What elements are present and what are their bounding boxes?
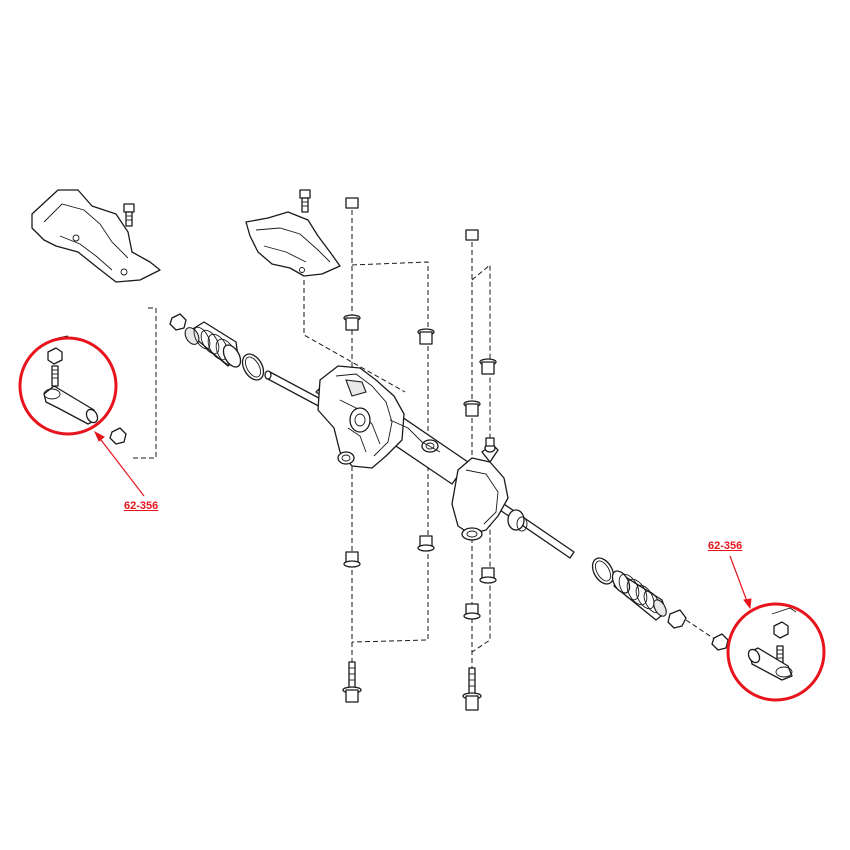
callout-ring-right	[726, 602, 826, 702]
steering-boot-right	[611, 570, 667, 621]
callout-arrow-right	[729, 555, 749, 605]
callout-arrowhead-right	[743, 598, 752, 610]
heat-shield-center	[245, 211, 341, 277]
steering-boot-left	[184, 321, 242, 368]
callout-ring-left	[18, 336, 118, 436]
boot-clamp-right	[591, 557, 615, 585]
tie-rod-end-right	[711, 607, 797, 681]
bolt-heat-shield-center	[299, 189, 311, 213]
boot-nut-right	[667, 609, 687, 629]
boot-clamp-left	[241, 353, 265, 381]
mount-nuts	[341, 197, 497, 620]
callout-arrowhead-left	[93, 430, 105, 442]
steering-rack-assembly	[264, 365, 575, 559]
tie-rod-end-left	[43, 335, 127, 445]
heat-shield-left	[31, 189, 161, 283]
callout-arrow-left	[97, 435, 145, 497]
mount-bolt-right	[462, 667, 482, 711]
callout-label-left: 62-356	[124, 500, 159, 512]
mount-bolt-left	[342, 661, 362, 703]
boot-nut-left	[169, 313, 187, 331]
callout-left	[18, 336, 145, 497]
bolt-heat-shield-left	[123, 203, 135, 227]
callout-right	[726, 555, 826, 702]
callout-label-right: 62-356	[708, 540, 743, 552]
